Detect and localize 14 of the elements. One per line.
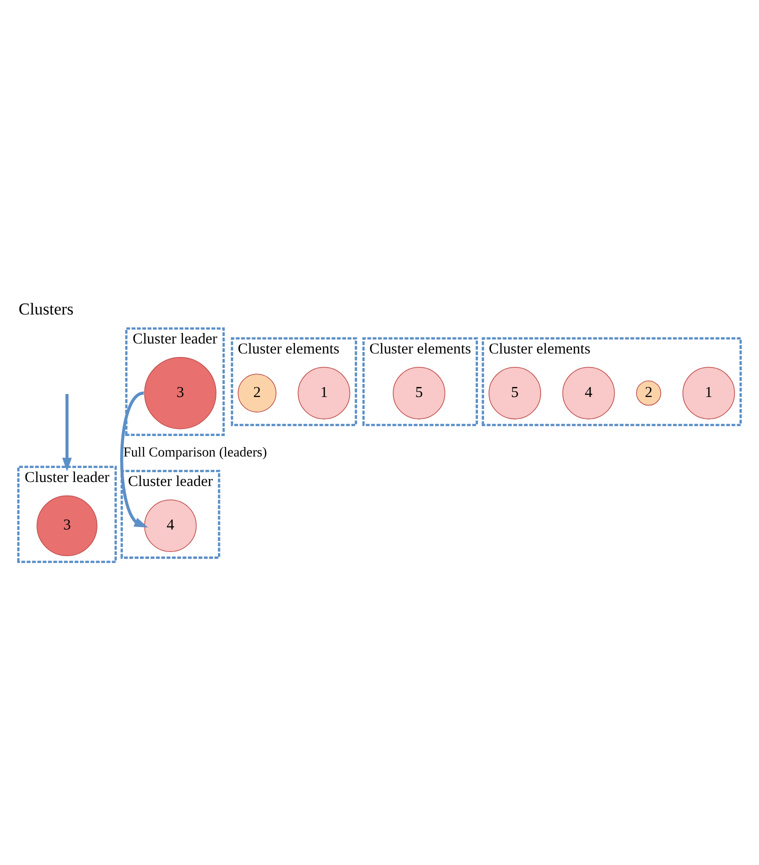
node-circle: 5 [488,366,542,419]
edge-label: Full Comparison (leaders) [123,444,267,459]
node-circle: 3 [36,494,98,556]
node-circle: 1 [682,366,735,419]
arrow [62,393,72,471]
node-circle: 2 [636,380,662,406]
node-circle: 4 [562,366,615,419]
arrow [120,391,148,528]
node-circle: 1 [298,366,350,419]
node-circle: 4 [144,499,197,552]
node-circle: 5 [392,366,446,419]
node-circle: 3 [144,356,216,429]
node-circle: 2 [238,373,276,412]
diagram-title: Clusters [18,298,74,318]
